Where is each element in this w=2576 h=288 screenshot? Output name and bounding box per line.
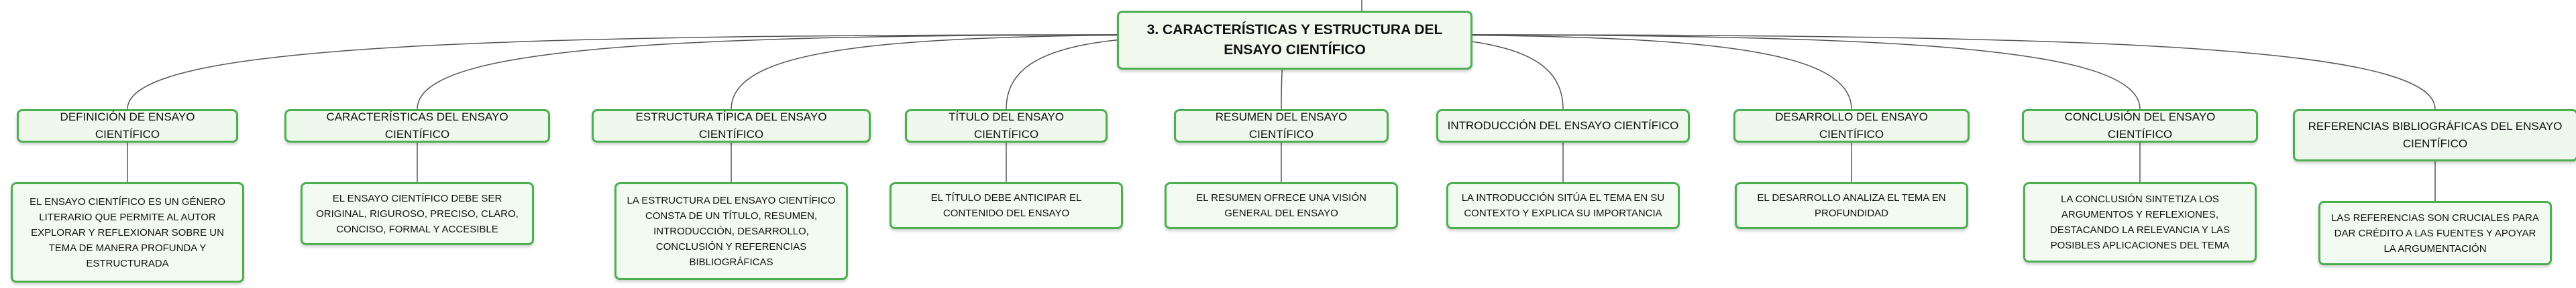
link-root-definicion [127, 34, 1295, 110]
branch-node-estructura[interactable]: Estructura típica del ensayo científico [592, 109, 871, 143]
detail-node-definicion[interactable]: El ensayo científico es un género litera… [11, 182, 244, 283]
detail-node-introduccion[interactable]: La introducción sitúa el tema en su cont… [1446, 182, 1680, 229]
detail-node-referencias[interactable]: Las referencias son cruciales para dar c… [2318, 201, 2552, 265]
detail-node-desarrollo[interactable]: El desarrollo analiza el tema en profund… [1735, 182, 1968, 229]
detail-node-conclusion[interactable]: La conclusión sintetiza los argumentos y… [2023, 182, 2257, 263]
branch-node-referencias[interactable]: Referencias bibliográficas del ensayo ci… [2292, 109, 2576, 161]
branch-node-conclusion[interactable]: Conclusión del ensayo científico [2022, 109, 2258, 143]
link-root-caracteristicas [417, 34, 1295, 110]
branch-node-desarrollo[interactable]: Desarrollo del ensayo científico [1733, 109, 1970, 143]
detail-node-caracteristicas[interactable]: El ensayo científico debe ser original, … [301, 182, 534, 245]
root-topic-node[interactable]: 3. Características y estructura del ensa… [1117, 11, 1472, 70]
branch-node-resumen[interactable]: Resumen del ensayo científico [1174, 109, 1389, 143]
detail-node-resumen[interactable]: El resumen ofrece una visión general del… [1165, 182, 1398, 229]
link-root-referencias [1294, 34, 2436, 110]
detail-node-estructura[interactable]: La estructura del ensayo científico cons… [614, 182, 848, 280]
branch-node-titulo[interactable]: Título del ensayo científico [905, 109, 1108, 143]
detail-node-titulo[interactable]: El título debe anticipar el contenido de… [890, 182, 1123, 229]
branch-node-introduccion[interactable]: Introducción del ensayo científico [1436, 109, 1690, 143]
branch-node-caracteristicas[interactable]: Características del ensayo científico [284, 109, 550, 143]
branch-node-definicion[interactable]: Definición de ensayo científico [17, 109, 238, 143]
